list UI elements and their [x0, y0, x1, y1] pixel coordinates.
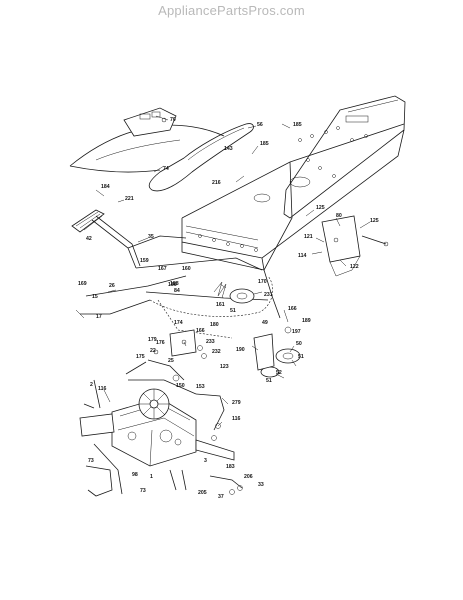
callout-51: 51	[266, 378, 272, 384]
callout-122: 122	[350, 264, 359, 270]
callout-51: 51	[298, 354, 304, 360]
callout-1: 1	[150, 474, 153, 480]
callout-153: 153	[196, 384, 205, 390]
callout-179: 179	[148, 337, 157, 343]
callout-22: 22	[150, 348, 156, 354]
callout-26: 26	[109, 283, 115, 289]
callout-35: 35	[148, 234, 154, 240]
callout-206: 206	[244, 474, 253, 480]
callout-185: 185	[293, 122, 302, 128]
callout-15: 15	[92, 294, 98, 300]
callout-216: 216	[212, 180, 221, 186]
callout-114: 114	[298, 253, 306, 259]
callout-180: 180	[210, 322, 219, 328]
callout-98: 98	[132, 472, 138, 478]
callout-37: 37	[218, 494, 224, 500]
side-bracket	[321, 215, 389, 277]
callout-51: 51	[230, 308, 236, 314]
idler-pulleys	[213, 281, 301, 378]
callout-125: 125	[316, 205, 325, 211]
site-watermark: AppliancePartsPros.com	[158, 3, 305, 18]
callout-116: 116	[232, 416, 240, 422]
brake-pedal	[71, 209, 187, 269]
callout-52: 52	[276, 370, 282, 376]
transaxle-assembly	[79, 379, 243, 497]
callout-49: 49	[262, 320, 268, 326]
callout-25: 25	[168, 358, 174, 364]
callout-161: 161	[216, 302, 225, 308]
callout-17: 17	[96, 314, 102, 320]
callout-50: 50	[296, 341, 302, 347]
callout-121: 121	[304, 234, 313, 240]
callout-33: 33	[258, 482, 264, 488]
callout-279: 279	[232, 400, 241, 406]
callout-189: 189	[302, 318, 311, 324]
leader-lines	[95, 115, 371, 427]
callout-123: 123	[220, 364, 229, 370]
callout-231: 231	[264, 292, 273, 298]
callout-188: 188	[170, 281, 179, 287]
callout-73: 73	[88, 458, 94, 464]
callout-170: 170	[258, 279, 267, 285]
callout-80: 80	[336, 213, 342, 219]
callout-42: 42	[86, 236, 92, 242]
callout-70: 70	[170, 117, 176, 123]
callout-160: 160	[182, 266, 191, 272]
callout-186: 186	[168, 282, 177, 288]
callout-205: 205	[198, 490, 207, 496]
callout-labels: 70 56 185 185 143 74 216 184 221 125 80 …	[78, 117, 379, 500]
callout-190: 190	[236, 347, 245, 353]
callout-150: 150	[176, 383, 185, 389]
callout-176: 176	[156, 340, 165, 346]
callout-125: 125	[370, 218, 379, 224]
drive-belt	[148, 123, 254, 192]
callout-175: 175	[136, 354, 145, 360]
callout-167: 167	[158, 266, 167, 272]
callout-185: 185	[260, 141, 269, 147]
callout-84: 84	[174, 288, 180, 294]
callout-169: 169	[78, 281, 87, 287]
clutch-brake-bracket	[125, 329, 225, 431]
callout-197: 197	[292, 329, 301, 335]
callout-166: 166	[288, 306, 297, 312]
callout-233: 233	[206, 339, 215, 345]
main-frame	[181, 95, 406, 271]
callout-143: 143	[224, 146, 233, 152]
callout-3: 3	[204, 458, 207, 464]
linkage-rods	[75, 257, 281, 339]
callout-221: 221	[125, 196, 134, 202]
callout-2: 2	[90, 382, 93, 388]
callout-73: 73	[140, 488, 146, 494]
callout-232: 232	[212, 349, 221, 355]
callout-183: 183	[226, 464, 235, 470]
callout-74: 74	[163, 166, 169, 172]
callout-116: 116	[98, 386, 106, 392]
callout-184: 184	[101, 184, 110, 190]
callout-56: 56	[257, 122, 263, 128]
callout-174: 174	[174, 320, 183, 326]
dash-panel	[123, 107, 177, 137]
callout-159: 159	[140, 258, 149, 264]
callout-166: 166	[196, 328, 205, 334]
